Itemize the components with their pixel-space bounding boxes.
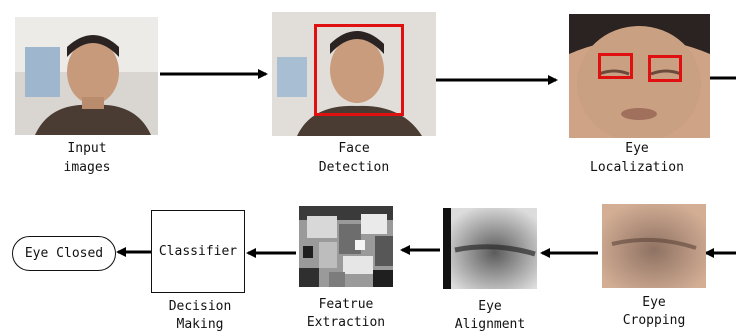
input-label-1: Input bbox=[67, 141, 107, 156]
align-photo-art bbox=[443, 208, 537, 289]
decision-label-2: Making bbox=[176, 317, 224, 332]
face-label-2: Detection bbox=[318, 160, 390, 175]
decision-label-1: Decision bbox=[168, 299, 232, 314]
crop-label-1: Eye bbox=[642, 295, 666, 310]
left-eye-box bbox=[598, 53, 633, 79]
eyeloc-label-1: Eye bbox=[625, 141, 649, 156]
crop-label-2: Cropping bbox=[622, 313, 686, 328]
align-label-1: Eye bbox=[478, 299, 502, 314]
output-text: Eye Closed bbox=[24, 246, 104, 261]
eye-localization-image bbox=[569, 14, 710, 138]
face-detection-box bbox=[314, 24, 404, 116]
classifier-box: Classifier bbox=[151, 210, 245, 293]
feature-label-2: Extraction bbox=[306, 315, 386, 330]
align-label-2: Alignment bbox=[454, 317, 526, 332]
input-image bbox=[15, 17, 158, 135]
feature-label-1: Featrue bbox=[318, 297, 374, 312]
eye-cropping-image bbox=[602, 204, 706, 288]
crop-photo-art bbox=[602, 204, 706, 288]
eyeloc-label-2: Localization bbox=[590, 160, 684, 175]
eyeloc-photo-art bbox=[569, 14, 710, 138]
input-photo-art bbox=[15, 17, 158, 135]
feature-extraction-image bbox=[299, 206, 393, 287]
output-eye-closed: Eye Closed bbox=[12, 236, 116, 271]
classifier-text: Classifier bbox=[158, 244, 238, 259]
feature-pattern-art bbox=[299, 206, 393, 287]
input-label-2: images bbox=[63, 160, 111, 175]
face-label-1: Face bbox=[338, 141, 370, 156]
right-eye-box bbox=[648, 55, 682, 82]
eye-alignment-image bbox=[443, 208, 537, 289]
